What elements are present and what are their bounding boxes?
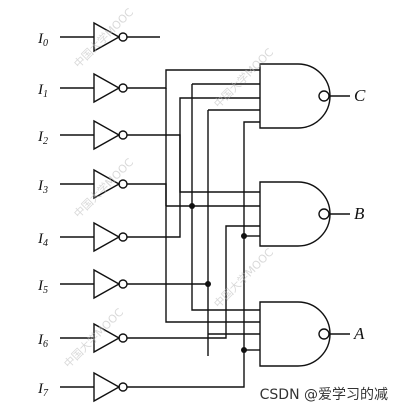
input-label-2: I2 — [37, 129, 48, 147]
credit-text: CSDN @爱学习的减 — [257, 384, 390, 404]
inverter-5 — [60, 268, 128, 300]
junction-dot — [205, 281, 211, 287]
input-label-7: I7 — [37, 381, 49, 399]
junction-dot — [189, 203, 195, 209]
input-label-6: I6 — [37, 332, 48, 350]
wiring — [127, 69, 260, 388]
nand-gate-a — [259, 301, 350, 367]
input-label-1: I1 — [37, 82, 48, 100]
input-label-3: I3 — [37, 178, 48, 196]
inverter-1 — [60, 72, 128, 104]
output-label-b: B — [354, 204, 365, 223]
nand-gate-b — [259, 181, 350, 247]
input-label-0: I0 — [37, 31, 48, 49]
junction-dot — [241, 347, 247, 353]
inverter-2 — [60, 119, 128, 151]
inverter-3 — [60, 168, 128, 200]
output-label-a: A — [353, 324, 365, 343]
junction-dot — [241, 233, 247, 239]
input-label-5: I5 — [37, 278, 48, 296]
inverter-4 — [60, 221, 128, 253]
nand-gate-c — [259, 63, 350, 129]
input-label-4: I4 — [37, 231, 48, 249]
inverter-0 — [60, 21, 160, 53]
inverter-7 — [60, 371, 128, 403]
output-label-c: C — [354, 86, 366, 105]
